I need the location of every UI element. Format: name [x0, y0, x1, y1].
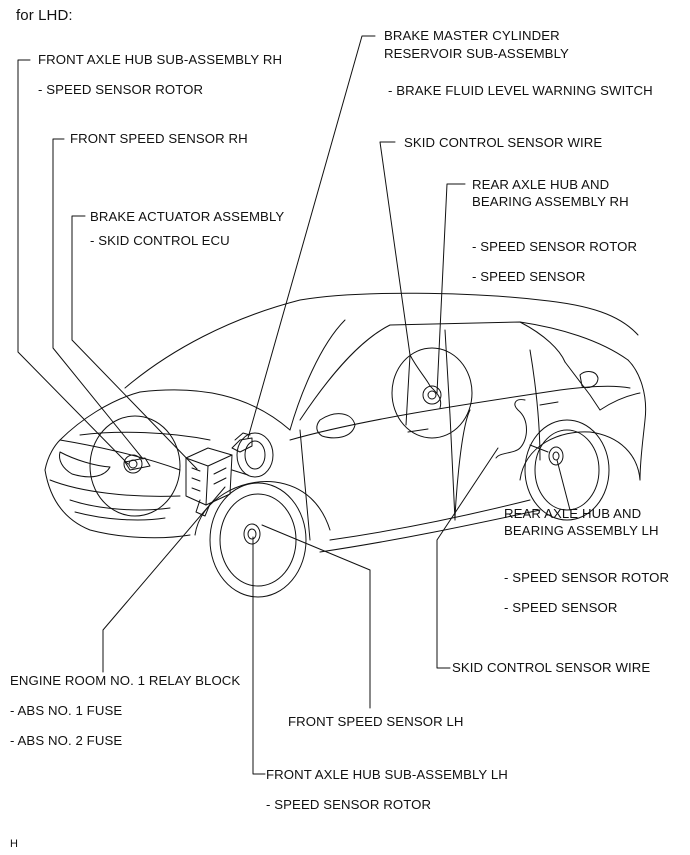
front-right-wheel-phantom: [89, 415, 181, 517]
label-front-speed-sensor-rh: FRONT SPEED SENSOR RH: [70, 131, 248, 146]
label-front-speed-sensor-lh: FRONT SPEED SENSOR LH: [288, 714, 464, 729]
label-brake-master-cylinder-line2: RESERVOIR SUB-ASSEMBLY: [384, 46, 569, 61]
leader-skid-wire-top: [379, 141, 411, 356]
leader-rear-axle-hub-rh: [436, 183, 466, 394]
rear-left-wheel: [524, 419, 610, 521]
label-brake-fluid-level-warning-switch: - BRAKE FLUID LEVEL WARNING SWITCH: [388, 83, 653, 98]
leader-skid-wire-bottom: [436, 447, 499, 669]
front-left-wheel: [209, 482, 307, 598]
label-front-axle-hub-rh: FRONT AXLE HUB SUB-ASSEMBLY RH: [38, 52, 283, 67]
leader-brake-actuator: [71, 215, 198, 470]
leader-front-speed-sensor-lh: [261, 524, 371, 709]
label-rear-axle-hub-lh-line1: REAR AXLE HUB AND: [504, 506, 642, 521]
label-front-axle-hub-rh-rotor: - SPEED SENSOR ROTOR: [38, 82, 204, 97]
leader-engine-room-relay: [102, 486, 226, 673]
label-rear-axle-hub-lh-rotor: - SPEED SENSOR ROTOR: [504, 570, 670, 585]
label-abs-no2-fuse: - ABS NO. 2 FUSE: [10, 733, 123, 748]
car-body: [44, 292, 647, 553]
leader-front-axle-hub-rh: [17, 59, 129, 465]
label-rear-axle-hub-rh-line2: BEARING ASSEMBLY RH: [472, 194, 629, 209]
label-rear-axle-hub-rh-line1: REAR AXLE HUB AND: [472, 177, 610, 192]
label-abs-no1-fuse: - ABS NO. 1 FUSE: [10, 703, 123, 718]
label-engine-room-relay-block: ENGINE ROOM NO. 1 RELAY BLOCK: [10, 673, 241, 688]
rear-right-wheel-phantom: [391, 347, 473, 439]
leader-rear-axle-hub-lh: [556, 459, 571, 511]
label-rear-axle-hub-rh-rotor: - SPEED SENSOR ROTOR: [472, 239, 638, 254]
label-skid-control-ecu: - SKID CONTROL ECU: [90, 233, 230, 248]
label-brake-master-cylinder-line1: BRAKE MASTER CYLINDER: [384, 28, 560, 43]
master-cylinder-component: [231, 432, 274, 478]
leader-front-axle-hub-lh: [252, 536, 266, 775]
leader-brake-master-cylinder: [247, 35, 376, 439]
label-skid-control-sensor-wire-top: SKID CONTROL SENSOR WIRE: [404, 135, 603, 150]
label-front-axle-hub-lh: FRONT AXLE HUB SUB-ASSEMBLY LH: [266, 767, 508, 782]
brake-actuator-component: [185, 447, 233, 517]
label-rear-axle-hub-lh-sensor: - SPEED SENSOR: [504, 600, 618, 615]
header-label: for LHD:: [16, 7, 73, 24]
label-skid-control-sensor-wire-bottom: SKID CONTROL SENSOR WIRE: [452, 660, 651, 675]
rear-lh-sensor-wire: [495, 399, 527, 459]
rear-rh-sensor-wire: [409, 354, 442, 409]
label-front-axle-hub-lh-rotor: - SPEED SENSOR ROTOR: [266, 797, 432, 812]
label-rear-axle-hub-lh-line2: BEARING ASSEMBLY LH: [504, 523, 659, 538]
label-brake-actuator-assembly: BRAKE ACTUATOR ASSEMBLY: [90, 209, 285, 224]
leader-front-speed-sensor-rh: [52, 138, 144, 460]
label-rear-axle-hub-rh-sensor: - SPEED SENSOR: [472, 269, 586, 284]
footer-code: H: [10, 838, 19, 850]
